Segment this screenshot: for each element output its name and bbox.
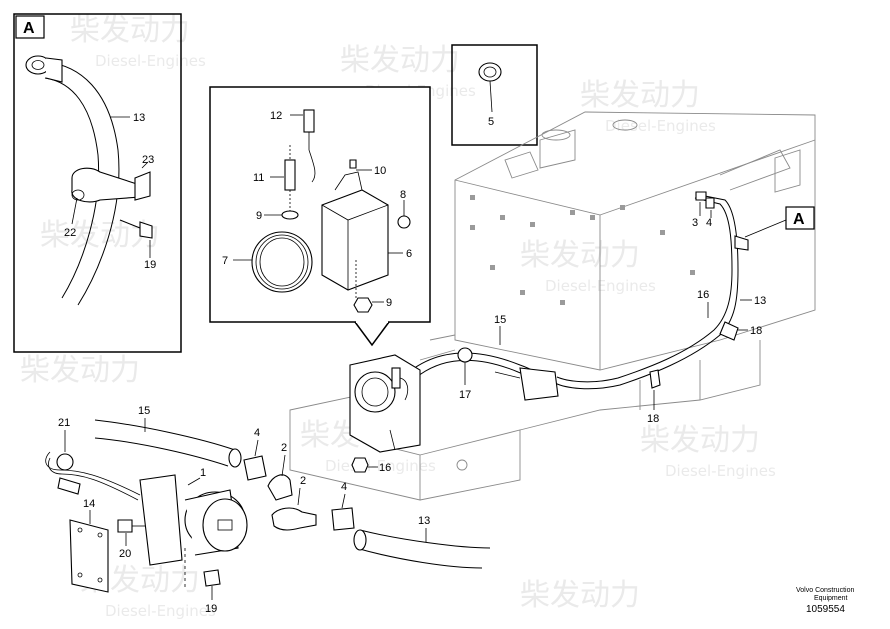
part-5-panel: 5 bbox=[451, 44, 538, 146]
watermark-cn-1: 柴发动力 bbox=[70, 13, 190, 48]
watermark-en-5: Diesel-Engines bbox=[545, 277, 656, 295]
callout-right-4: 4 bbox=[706, 217, 712, 229]
watermark-cn-5: 柴发动力 bbox=[520, 238, 640, 273]
watermark-cn-10: 柴发动力 bbox=[520, 578, 640, 613]
callout-lower-4a: 4 bbox=[254, 427, 260, 439]
callout-lower-14: 14 bbox=[83, 498, 95, 510]
callout-lower-4b: 4 bbox=[341, 481, 347, 493]
callout-right-16b: 16 bbox=[379, 462, 391, 474]
detail-a-label: A bbox=[23, 20, 35, 37]
callout-inset-9b: 9 bbox=[386, 297, 392, 309]
footer-number: 1059554 bbox=[806, 604, 845, 615]
callout-right-3: 3 bbox=[692, 217, 698, 229]
callout-inset-7: 7 bbox=[222, 255, 228, 267]
inset-panel: 12 11 9 10 8 7 6 9 bbox=[209, 86, 431, 347]
callout-detail-23: 23 bbox=[142, 154, 154, 166]
callout-inset-10: 10 bbox=[374, 165, 386, 177]
callout-lower-2a: 2 bbox=[281, 442, 287, 454]
callout-right-17: 17 bbox=[459, 389, 471, 401]
callout-inset-8: 8 bbox=[400, 189, 406, 201]
watermark-cn-2: 柴发动力 bbox=[340, 43, 460, 78]
callout-inset-9a: 9 bbox=[256, 210, 262, 222]
callout-lower-13: 13 bbox=[418, 515, 430, 527]
callout-right-18: 18 bbox=[750, 325, 762, 337]
callout-right-16: 16 bbox=[697, 289, 709, 301]
detail-a-panel: A 13 23 22 19 bbox=[13, 13, 182, 353]
watermark-cn-6: 柴发动力 bbox=[20, 353, 140, 388]
callout-inset-6: 6 bbox=[406, 248, 412, 260]
watermark-layer: 柴发动力 Diesel-Engines 柴发动力 Diesel-Engines … bbox=[20, 13, 776, 620]
callout-lower-15: 15 bbox=[138, 405, 150, 417]
footer-block: Volvo Construction Equipment 1059554 bbox=[796, 587, 854, 615]
callout-detail-22: 22 bbox=[64, 227, 76, 239]
callout-right-15: 15 bbox=[494, 314, 506, 326]
watermark-cn-8: 柴发动力 bbox=[640, 423, 760, 458]
hose-routing: 3 4 16 13 18 15 17 18 16 bbox=[349, 191, 766, 474]
callout-right-13: 13 bbox=[754, 295, 766, 307]
detail-a-callout: A bbox=[744, 206, 815, 238]
callout-inset-12: 12 bbox=[270, 110, 282, 122]
watermark-en-3: Diesel-Engines bbox=[605, 117, 716, 135]
footer-line-1: Volvo Construction bbox=[796, 587, 854, 594]
watermark-cn-3: 柴发动力 bbox=[580, 78, 700, 113]
callout-inset-11: 11 bbox=[253, 172, 264, 184]
watermark-en-8: Diesel-Engines bbox=[665, 462, 776, 480]
watermark-en-9: Diesel-Engines bbox=[105, 602, 216, 620]
callout-detail-19: 19 bbox=[144, 259, 156, 271]
watermark-en-7: Diesel-Engines bbox=[325, 457, 436, 475]
callout-right-18b: 18 bbox=[647, 413, 659, 425]
callout-lower-2b: 2 bbox=[300, 475, 306, 487]
lower-left-assembly: 21 15 4 2 1 2 4 14 20 13 19 bbox=[45, 405, 491, 615]
tank-outline bbox=[289, 111, 816, 501]
callout-part-5: 5 bbox=[488, 116, 494, 128]
footer-line-2: Equipment bbox=[814, 595, 848, 602]
callout-detail-13: 13 bbox=[133, 112, 145, 124]
callout-lower-1: 1 bbox=[200, 467, 206, 479]
watermark-en-1: Diesel-Engines bbox=[95, 52, 206, 70]
callout-lower-21: 21 bbox=[58, 417, 70, 429]
callout-lower-20: 20 bbox=[119, 548, 131, 560]
callout-box-a-label: A bbox=[793, 211, 805, 228]
callout-lower-19: 19 bbox=[205, 603, 217, 615]
